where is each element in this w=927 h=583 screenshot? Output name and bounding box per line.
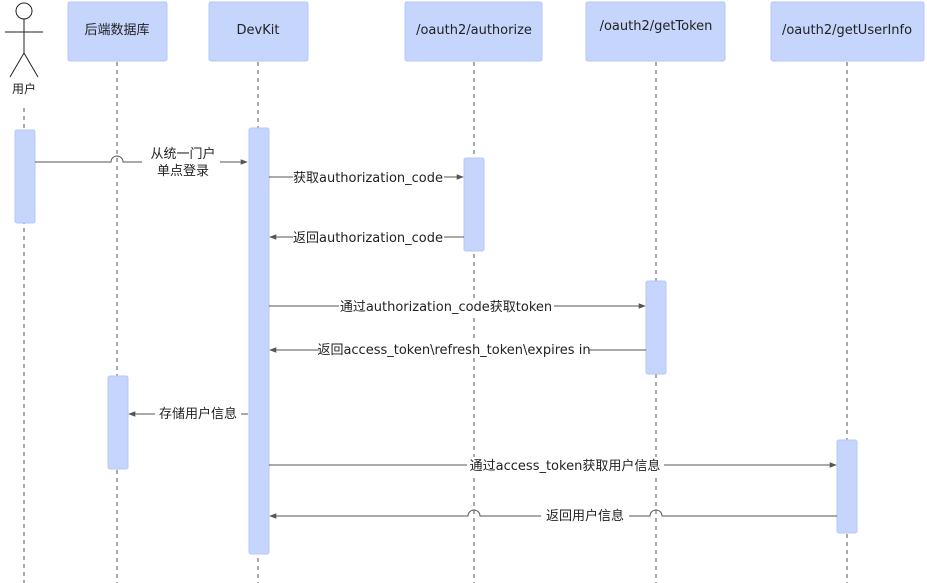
activation-devkit: [248, 127, 270, 555]
activation-db: [107, 375, 129, 470]
participant-authorize: /oauth2/authorize: [404, 1, 543, 62]
message-label-7: 通过access_token获取用户信息: [470, 458, 661, 474]
activation-getuserinfo: [836, 439, 858, 534]
message-label-4: 通过authorization_code获取token: [340, 300, 552, 315]
participant-label-getuserinfo: /oauth2/getUserInfo: [782, 23, 912, 38]
participant-gettoken: /oauth2/getToken: [585, 1, 726, 62]
message-label-1a: 从统一门户: [150, 146, 215, 162]
message-label-6: 存储用户信息: [159, 406, 237, 422]
message-label-3: 返回authorization_code: [293, 231, 443, 246]
activation-user: [14, 129, 36, 224]
message-label-2: 获取authorization_code: [293, 171, 443, 186]
participant-getuserinfo: /oauth2/getUserInfo: [770, 1, 925, 62]
message-label-8: 返回用户信息: [546, 508, 624, 524]
message-label-5: 返回access_token\refresh_token\expires in: [317, 343, 590, 358]
participant-db: 后端数据库: [67, 1, 168, 62]
participant-label-gettoken: /oauth2/getToken: [600, 19, 713, 34]
activation-gettoken: [645, 280, 667, 375]
participant-label-authorize: /oauth2/authorize: [416, 23, 532, 38]
participant-label-db: 后端数据库: [84, 22, 149, 38]
message-arrow-1: [35, 155, 248, 165]
participant-devkit: DevKit: [208, 1, 309, 62]
activation-authorize: [463, 157, 485, 252]
participant-label-devkit: DevKit: [237, 23, 280, 38]
stick-figure-icon: [5, 2, 43, 78]
message-label-1b: 单点登录: [157, 164, 209, 179]
actor-label: 用户: [12, 81, 36, 96]
